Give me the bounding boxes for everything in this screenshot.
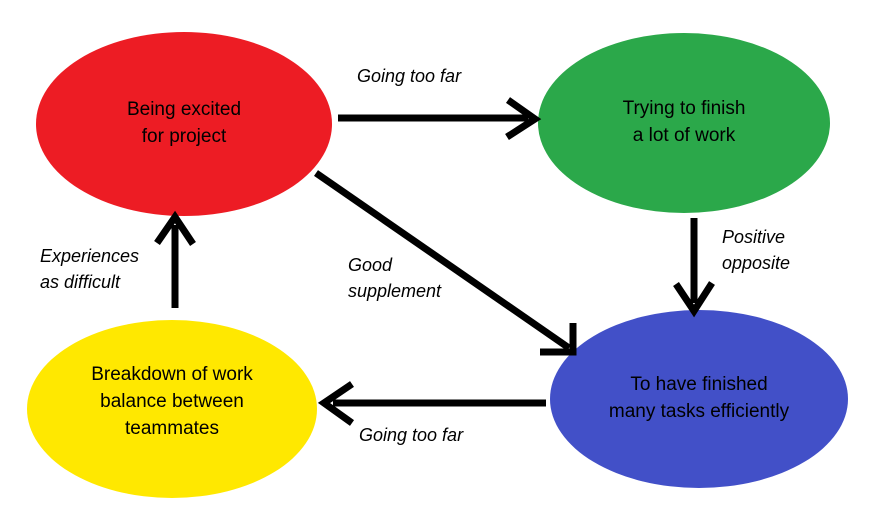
node-ellipse-excited[interactable]: [36, 32, 332, 216]
edge-arrow-excited-to-finished: [314, 170, 577, 356]
node-ellipse-finished[interactable]: [550, 310, 848, 488]
edge-arrow-breakdown-to-excited: [154, 210, 196, 308]
edge-arrow-trying-to-finished: [673, 218, 715, 318]
node-ellipse-breakdown[interactable]: [27, 320, 317, 498]
edge-arrow-excited-to-trying: [338, 97, 542, 140]
edge-label-going-too-far-bottom: Going too far: [359, 425, 464, 445]
edge-arrow-finished-to-breakdown: [317, 381, 546, 426]
edge-label-good-supplement: Good supplement: [348, 255, 442, 302]
node-ellipse-trying[interactable]: [538, 33, 830, 213]
edge-label-experiences-as-difficult: Experiences as difficult: [40, 246, 140, 293]
edge-label-positive-opposite: Positive opposite: [722, 227, 791, 274]
edge-label-going-too-far-top: Going too far: [357, 66, 462, 86]
